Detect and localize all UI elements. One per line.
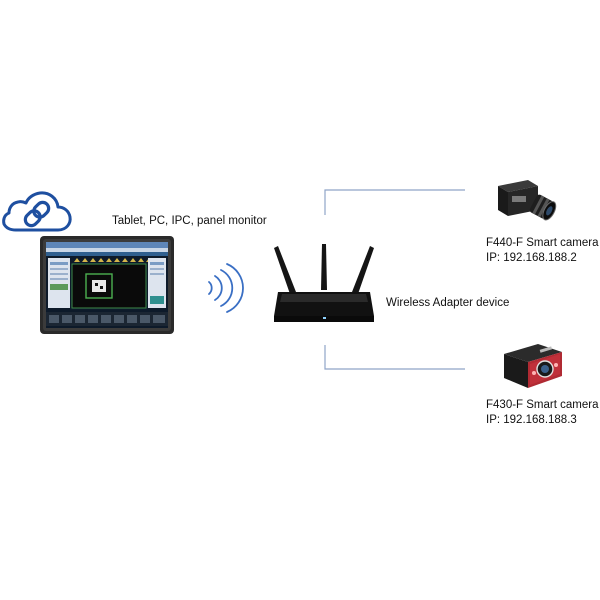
camera-f440-ip: IP: 192.168.188.2 <box>486 252 577 264</box>
host-label: Tablet, PC, IPC, panel monitor <box>112 215 267 227</box>
smart-camera-red <box>500 340 566 392</box>
connector-lines <box>320 185 470 375</box>
camera-f440-name: F440-F Smart camera <box>486 237 599 249</box>
wifi-waves-icon <box>206 262 244 314</box>
wireless-router <box>268 242 380 326</box>
camera-f440-label: F440-F Smart camera IP: 192.168.188.2 <box>486 236 598 266</box>
camera-f430-label: F430-F Smart camera IP: 192.168.188.3 <box>486 398 598 428</box>
camera-f430-ip: IP: 192.168.188.3 <box>486 414 577 426</box>
camera-f430-name: F430-F Smart camera <box>486 399 599 411</box>
adapter-label: Wireless Adapter device <box>386 297 510 309</box>
tablet-device <box>40 236 174 334</box>
industrial-camera-black <box>494 176 560 226</box>
cloud-link-icon <box>2 188 72 234</box>
